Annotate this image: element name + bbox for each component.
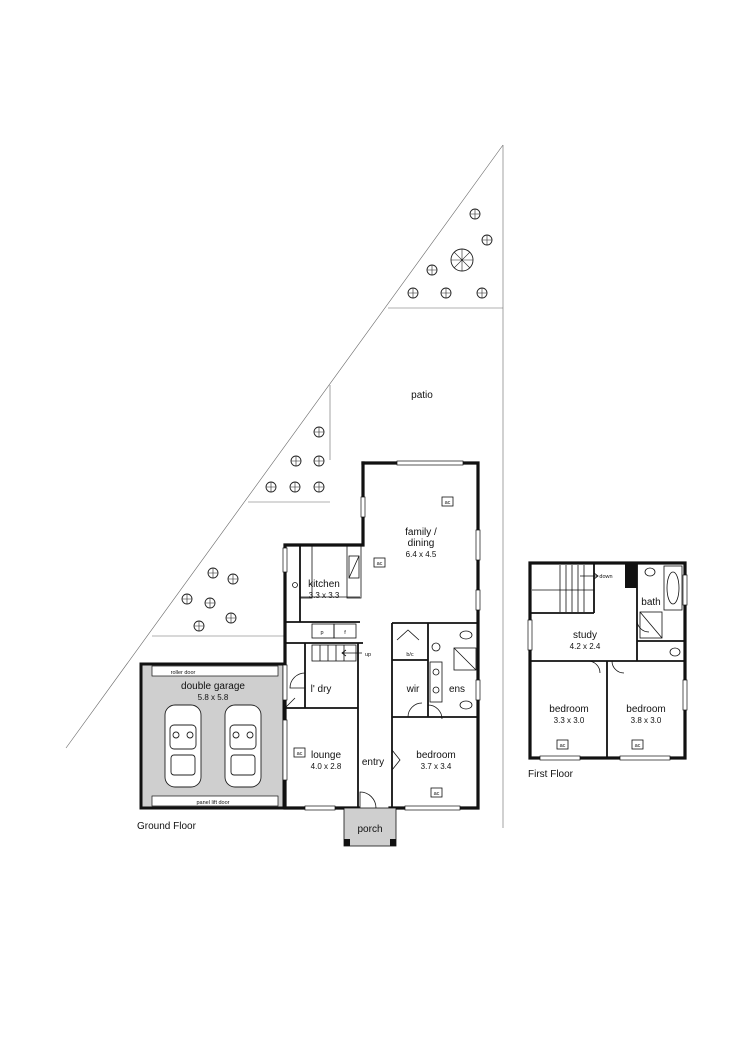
first-floor-stairs <box>532 565 599 612</box>
site-boundary <box>65 144 504 828</box>
ac-label: ac <box>445 500 451 506</box>
car-icon <box>164 704 202 788</box>
shrub-icon <box>225 612 237 624</box>
shrub-icon <box>204 597 216 609</box>
room-label-entry: entry <box>362 757 384 768</box>
room-dims-family: 6.4 x 4.5 <box>406 550 437 559</box>
pantry-label: p <box>320 630 323 636</box>
shrub-icon <box>469 208 481 220</box>
room-label-study: study <box>573 630 597 641</box>
room-label-bath: bath <box>641 597 660 608</box>
first-floor-walls <box>528 561 687 760</box>
room-label-laundry: l' dry <box>311 684 332 695</box>
room-label-kitchen: kitchen <box>308 579 340 590</box>
ac-label: ac <box>377 561 383 567</box>
shrub-icon <box>193 620 205 632</box>
windows <box>282 460 481 811</box>
room-dims-garage: 5.8 x 5.8 <box>198 693 229 702</box>
shrub-icon <box>440 287 452 299</box>
shrub-icon <box>481 234 493 246</box>
ac-label: ac <box>297 751 303 757</box>
room-dims-study: 4.2 x 2.4 <box>570 642 601 651</box>
shrub-icon <box>265 481 277 493</box>
tree-icon <box>450 248 474 272</box>
shrub-icon <box>227 573 239 585</box>
shrub-icon <box>313 426 325 438</box>
shrub-icon <box>181 593 193 605</box>
room-label-lounge: lounge <box>311 750 341 761</box>
shrub-icon <box>313 455 325 467</box>
ac-label: ac <box>560 743 566 749</box>
ac-label: ac <box>434 791 440 797</box>
garage <box>139 662 286 810</box>
room-label-porch: porch <box>357 824 382 835</box>
first-floor-bath-fixtures <box>639 565 683 657</box>
ground-floor-label: Ground Floor <box>137 821 197 832</box>
stairs-up-label: up <box>365 652 371 658</box>
room-label-bedroom-main: bedroom <box>416 750 455 761</box>
stairs-down-label: down <box>599 574 612 580</box>
room-dims-bedroom-main: 3.7 x 3.4 <box>421 762 452 771</box>
shrub-icon <box>426 264 438 276</box>
fridge-label: f <box>344 630 346 636</box>
room-label-bedroom-2: bedroom <box>549 704 588 715</box>
porch <box>343 807 397 847</box>
shrub-icon <box>476 287 488 299</box>
room-label-dining: dining <box>408 538 435 549</box>
ensuite-fixtures <box>429 630 477 710</box>
kitchen-fixtures <box>292 545 362 639</box>
room-label-patio: patio <box>411 390 433 401</box>
shrub-icon <box>290 455 302 467</box>
ac-label: ac <box>635 743 641 749</box>
room-label-bedroom-3: bedroom <box>626 704 665 715</box>
first-floor-label: First Floor <box>528 769 574 780</box>
room-label-garage: double garage <box>181 681 245 692</box>
room-label-wir: wir <box>406 684 420 695</box>
shrub-icon <box>289 481 301 493</box>
shrub-icon <box>407 287 419 299</box>
room-dims-lounge: 4.0 x 2.8 <box>311 762 342 771</box>
ac-markers <box>293 496 644 798</box>
panel-lift-door-label: panel lift door <box>196 800 229 806</box>
shrub-icon <box>207 567 219 579</box>
room-label-ens: ens <box>449 684 465 695</box>
blc-label: b/c <box>406 652 414 658</box>
room-dims-bedroom-3: 3.8 x 3.0 <box>631 716 662 725</box>
car-icon <box>224 704 262 788</box>
room-dims-kitchen: 3.3 x 3.3 <box>309 591 340 600</box>
first-floor-windows <box>527 574 688 761</box>
doors <box>284 629 443 809</box>
garden-shrubs <box>181 208 493 632</box>
stairs-up <box>311 644 362 662</box>
shrub-icon <box>313 481 325 493</box>
room-dims-bedroom-2: 3.3 x 3.0 <box>554 716 585 725</box>
roller-door-label: roller door <box>171 670 196 676</box>
first-floor-doors <box>587 619 650 674</box>
room-label-family: family / <box>405 527 437 538</box>
